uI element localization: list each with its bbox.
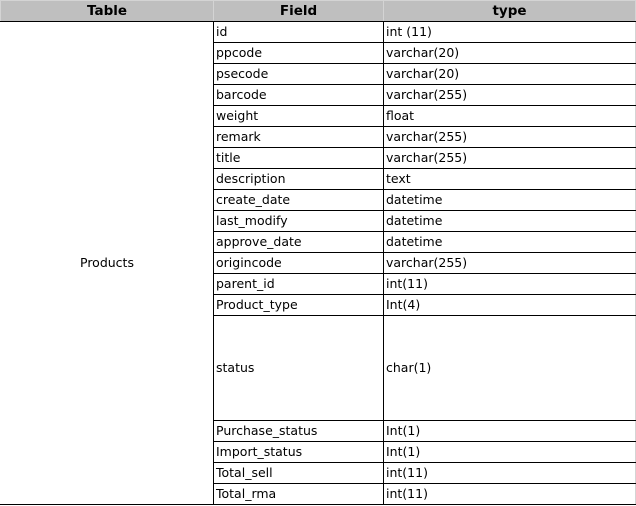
field-cell: Total_rma — [213, 483, 384, 505]
table-row: last_modify datetime — [1, 210, 636, 232]
table-row: approve_date datetime — [1, 231, 636, 253]
table-row: Product_type Int(4) — [1, 294, 636, 316]
table-row: create_date datetime — [1, 189, 636, 211]
type-cell: Int(1) — [383, 441, 636, 463]
field-cell: Import_status — [213, 441, 384, 463]
field-cell: Product_type — [213, 294, 384, 316]
field-cell: psecode — [213, 63, 384, 85]
type-cell: datetime — [383, 231, 636, 253]
type-cell: Int(4) — [383, 294, 636, 316]
table-row: Total_sell int(11) — [1, 462, 636, 484]
field-cell: origincode — [213, 252, 384, 274]
table-row: Purchase_status Int(1) — [1, 420, 636, 442]
table-row: description text — [1, 168, 636, 190]
type-cell: char(1) — [383, 315, 636, 421]
type-cell: varchar(20) — [383, 63, 636, 85]
type-cell: int(11) — [383, 483, 636, 505]
field-cell: create_date — [213, 189, 384, 211]
field-cell: last_modify — [213, 210, 384, 232]
table-row: origincode varchar(255) — [1, 252, 636, 274]
table-row: remark varchar(255) — [1, 126, 636, 148]
type-cell: datetime — [383, 189, 636, 211]
type-cell: varchar(20) — [383, 42, 636, 64]
field-cell: approve_date — [213, 231, 384, 253]
type-cell: datetime — [383, 210, 636, 232]
field-cell: weight — [213, 105, 384, 127]
header-row: Table Field type — [0, 0, 636, 22]
type-cell: Int(1) — [383, 420, 636, 442]
table-row: Products id int (11) — [0, 21, 636, 505]
header-type: type — [383, 0, 636, 22]
type-cell: varchar(255) — [383, 84, 636, 106]
type-cell: float — [383, 105, 636, 127]
table-name-cell: Products — [0, 21, 214, 505]
header-table: Table — [0, 0, 214, 22]
table-row: barcode varchar(255) — [1, 84, 636, 106]
field-cell: description — [213, 168, 384, 190]
field-cell: title — [213, 147, 384, 169]
field-cell: Purchase_status — [213, 420, 384, 442]
field-cell: id — [213, 21, 384, 43]
type-cell: varchar(255) — [383, 147, 636, 169]
field-cell: barcode — [213, 84, 384, 106]
field-cell: ppcode — [213, 42, 384, 64]
type-cell: int (11) — [383, 21, 636, 43]
type-cell: varchar(255) — [383, 126, 636, 148]
field-cell: parent_id — [213, 273, 384, 295]
type-cell: text — [383, 168, 636, 190]
field-cell: remark — [213, 126, 384, 148]
table-row: Total_rma int(11) — [1, 483, 636, 505]
type-cell: int(11) — [383, 462, 636, 484]
field-cell: status — [213, 315, 384, 421]
type-cell: int(11) — [383, 273, 636, 295]
table-row: status char(1) — [1, 315, 636, 421]
field-cell: Total_sell — [213, 462, 384, 484]
type-cell: varchar(255) — [383, 252, 636, 274]
header-field: Field — [213, 0, 384, 22]
